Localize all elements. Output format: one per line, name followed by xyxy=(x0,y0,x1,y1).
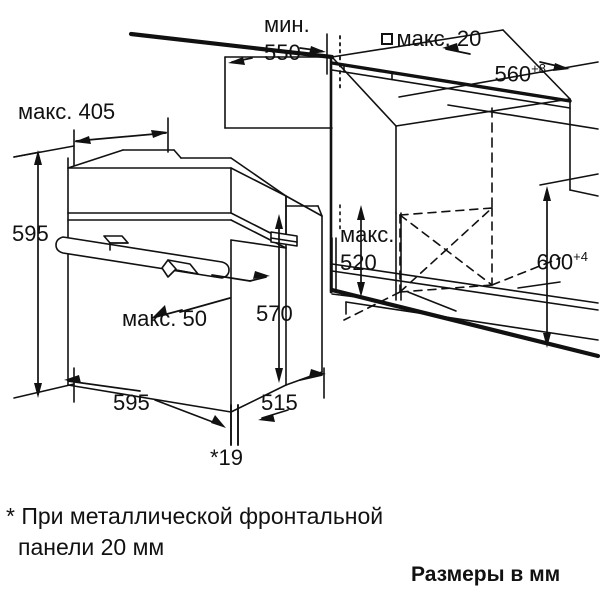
dim-arrow-19 xyxy=(154,399,226,428)
label-515: 515 xyxy=(261,390,298,415)
dim-arrow-560-right xyxy=(539,61,570,71)
niche-top-band-inner xyxy=(331,65,571,109)
label-max-20: макс. 20 xyxy=(357,6,481,73)
dim-line-595-height xyxy=(34,150,42,398)
niche-floor-upper xyxy=(331,263,599,311)
dim-arrow-550-left xyxy=(228,57,253,65)
ext-line-19 xyxy=(230,404,239,446)
oven-handle-bracket xyxy=(161,259,199,278)
label-595-height: 595 xyxy=(12,221,49,246)
niche-floor-thick xyxy=(329,287,600,359)
label-max-520-value: 520 xyxy=(340,250,377,275)
dim-arrow-560-left xyxy=(442,43,471,55)
label-600-base: 600 xyxy=(536,249,574,275)
cabinet-side-panel xyxy=(395,189,599,301)
guide-line-oven-top xyxy=(13,151,41,158)
oven-top-face xyxy=(67,149,287,197)
label-560-tolerance: +8 xyxy=(531,61,546,77)
label-min-550-prefix: мин. xyxy=(264,12,310,37)
label-max-405: макс. 405 xyxy=(18,99,116,124)
square-marker-icon xyxy=(381,33,394,46)
leader-max50-upper xyxy=(211,271,270,282)
label-max-20-text: макс. 20 xyxy=(396,26,482,52)
label-560: 560+8 xyxy=(470,40,546,109)
dim-arrow-595w-left xyxy=(64,375,141,392)
label-600-tolerance: +4 xyxy=(573,249,588,265)
label-560-base: 560 xyxy=(494,61,532,87)
ext-line-520-bottom xyxy=(331,293,373,300)
oven-rear-body xyxy=(285,195,323,386)
dim-line-520 xyxy=(357,205,365,297)
label-19: *19 xyxy=(210,445,244,470)
dim-line-570 xyxy=(275,214,283,383)
label-max-520-prefix: макс. xyxy=(340,222,395,247)
dim-arrow-515 xyxy=(258,369,326,422)
oven-door-handle xyxy=(55,235,230,279)
ext-line-600-bottom xyxy=(517,281,561,289)
ext-line-595-bottom xyxy=(13,383,75,399)
footnote-line-2: панели 20 мм xyxy=(18,534,165,560)
leader-max50-lower xyxy=(151,297,231,319)
label-max-50: макс. 50 xyxy=(122,306,207,331)
niche-floor-lower xyxy=(345,291,599,341)
units-note: Размеры в мм xyxy=(411,563,561,586)
ext-line-600-top xyxy=(539,173,599,186)
countertop-top-edge xyxy=(128,31,335,60)
dim-line-405 xyxy=(74,130,168,144)
niche-top-plane xyxy=(331,29,571,214)
label-min-550-value: 550 xyxy=(264,40,301,65)
dim-arrow-550-right xyxy=(299,46,326,54)
label-570: 570 xyxy=(256,301,293,326)
label-600: 600+4 xyxy=(512,228,588,297)
footnote-line-1: * При металлической фронтальной xyxy=(6,503,384,529)
niche-top-left-face xyxy=(224,56,333,129)
niche-top-band xyxy=(330,61,572,103)
oven-vent-slot xyxy=(270,231,298,247)
label-595-width: 595 xyxy=(113,390,150,415)
dim-line-600 xyxy=(543,186,551,348)
